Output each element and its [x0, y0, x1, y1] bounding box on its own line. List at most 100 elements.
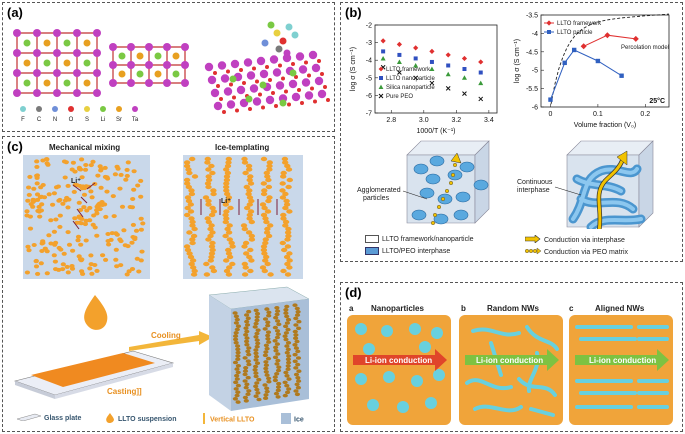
block-column-particle: [293, 389, 299, 393]
block-column-particle: [285, 364, 291, 368]
aligned-particle: [279, 188, 286, 193]
o-atom: [265, 65, 269, 69]
llto-particle: [135, 183, 141, 188]
o-atom: [271, 91, 275, 95]
llto-particle: [124, 173, 130, 178]
llto-particle: [48, 218, 54, 223]
aligned-particle: [265, 184, 273, 190]
llto-particle: [78, 208, 84, 212]
aligned-particle: [205, 177, 213, 183]
llto-particle: [94, 211, 100, 216]
ta-atom: [33, 89, 41, 97]
llto-particle: [35, 197, 41, 202]
block-column-particle: [265, 337, 271, 341]
ta-atom: [109, 79, 117, 87]
block-column-particle: [246, 389, 252, 393]
y-tick-label: -5: [366, 75, 372, 82]
aligned-particle: [191, 268, 198, 274]
aligned-particle: [187, 202, 194, 207]
o-atom: [310, 86, 314, 91]
block-column-particle: [245, 359, 251, 363]
llto-particle: [81, 205, 87, 210]
framework-point: [396, 41, 402, 47]
llto-particle: [24, 270, 30, 275]
aligned-particle: [224, 170, 232, 176]
llto-particle: [64, 195, 70, 200]
llto-particle: [129, 267, 136, 271]
block-column-particle: [244, 336, 250, 340]
aligned-particle: [190, 272, 198, 277]
silica-point: [445, 71, 451, 77]
aligned-particle: [205, 174, 212, 179]
legend-atom-N: [52, 106, 58, 112]
sub-c-letter: c: [569, 304, 574, 313]
llto-particle: [39, 249, 45, 253]
o-atom: [248, 107, 252, 111]
ta-atom: [163, 43, 171, 51]
legend-atom-Li: [100, 106, 106, 112]
continuous-label: Continuous interphase: [517, 179, 552, 195]
o-atom: [229, 82, 233, 87]
block-column-particle: [263, 370, 269, 374]
o-atom: [287, 102, 291, 107]
aligned-particle: [207, 226, 214, 232]
aligned-particle: [223, 174, 231, 179]
vertical-llto-icon: [201, 413, 207, 426]
block-column-particle: [244, 382, 250, 387]
block-column-particle: [284, 344, 290, 348]
block-column-particle: [274, 329, 281, 333]
llto-particle: [100, 253, 106, 258]
legend-atom-label: F: [21, 117, 25, 123]
llto-particle: [48, 241, 54, 246]
llto-particle: [50, 202, 56, 207]
molecule-atom: [291, 31, 299, 39]
random-nanowire: [471, 327, 521, 337]
llto-particle: [79, 257, 85, 262]
aligned-particle: [210, 209, 218, 214]
block-column-particle: [274, 306, 280, 310]
block-column-particle: [284, 321, 290, 325]
block-column-particle: [254, 381, 260, 385]
conduction-label-c: Li-ion conduction: [589, 356, 657, 365]
llto-particle: [37, 214, 43, 219]
aligned-particle: [280, 212, 287, 218]
block-column-particle: [274, 362, 280, 366]
molecule-atom: [279, 37, 287, 45]
left-axis-frame: [374, 24, 498, 114]
llto-particle: [44, 157, 50, 162]
y-tick-label: -2: [366, 23, 372, 30]
llto-particle: [79, 216, 85, 221]
ta-atom: [53, 69, 61, 77]
casting-label: Casting]]: [107, 387, 142, 396]
llto-particle: [28, 202, 34, 207]
legend-glass-plate-text: Glass plate: [44, 414, 82, 422]
o-atom: [242, 81, 246, 85]
ta-atom: [109, 43, 117, 51]
block-column-particle: [233, 334, 239, 338]
x-tick-label: 2.8: [386, 117, 396, 124]
llto-particle: [51, 191, 58, 196]
block-column-particle: [244, 313, 250, 317]
aligned-particle: [243, 251, 250, 256]
block-column-particle: [295, 376, 301, 380]
site-atom: [136, 52, 144, 60]
site-atom: [43, 59, 51, 67]
aligned-particle: [229, 244, 236, 249]
ta-atom: [230, 59, 240, 69]
ta-atom: [252, 97, 262, 106]
block-column-particle: [285, 317, 292, 322]
aligned-particle: [243, 184, 250, 190]
aligned-particle: [246, 195, 254, 200]
llto-particle: [65, 270, 71, 275]
block-column-particle: [286, 354, 292, 358]
site-atom: [23, 79, 31, 87]
legend-label: LLTO particle: [557, 30, 593, 36]
block-column-particle: [253, 308, 259, 313]
aligned-particle: [247, 209, 255, 214]
aligned-particle: [187, 254, 195, 260]
aligned-particle: [184, 195, 192, 200]
aligned-particle: [204, 156, 211, 162]
nanoparticle-blob: [425, 173, 441, 185]
aligned-particle: [260, 244, 268, 249]
block-column-particle: [264, 386, 270, 391]
